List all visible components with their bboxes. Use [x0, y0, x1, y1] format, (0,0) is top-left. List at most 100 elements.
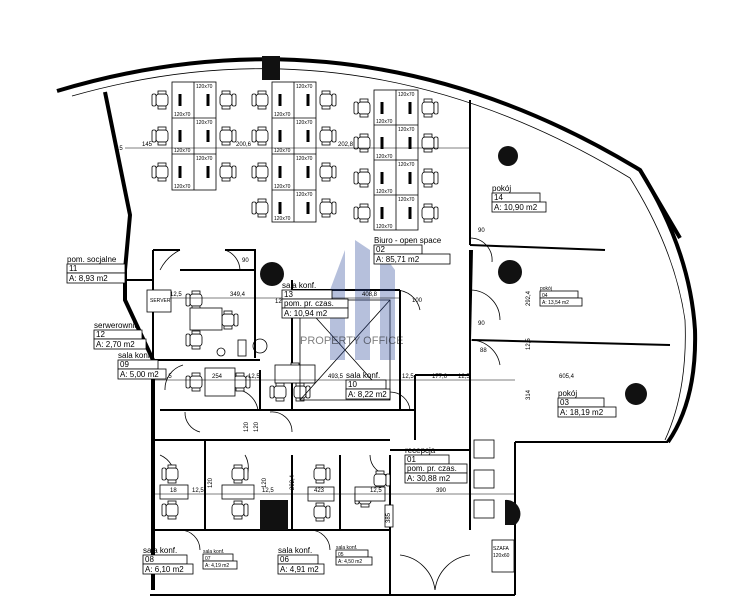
svg-text:A: 10,90 m2: A: 10,90 m2: [494, 203, 538, 212]
monitor-icon: [380, 207, 384, 219]
office-chair: [313, 464, 331, 484]
monitor-icon: [278, 130, 282, 142]
dim-label: 145: [142, 142, 153, 148]
office-chair: [421, 203, 439, 223]
office-chair: [251, 198, 269, 218]
office-chair: [313, 502, 331, 522]
office-chair: [421, 133, 439, 153]
office-chair: [185, 372, 203, 392]
monitor-icon: [178, 94, 182, 106]
desk-size-label: 120x70: [296, 192, 313, 198]
desk-size-label: 120x70: [296, 156, 313, 162]
monitor-icon: [380, 102, 384, 114]
desk-size-label: 120x70: [398, 127, 415, 133]
svg-text:A: 4,91 m2: A: 4,91 m2: [280, 565, 319, 574]
desk-size-label: 120x70: [274, 148, 291, 154]
dim-label: 12,5: [192, 488, 204, 494]
svg-text:08: 08: [145, 555, 154, 564]
office-chair: [353, 203, 371, 223]
office-chair: [251, 90, 269, 110]
desk-size-label: 120x70: [174, 112, 191, 118]
dim-label: 120: [244, 421, 250, 432]
svg-text:A: 10,94 m2: A: 10,94 m2: [284, 309, 328, 318]
office-chair: [151, 126, 169, 146]
dim-label: 12,5: [370, 488, 382, 494]
desk-size-label: 120x70: [274, 184, 291, 190]
monitor-icon: [306, 94, 310, 106]
svg-text:13: 13: [284, 290, 293, 299]
watermark-text: PROPERTY OFFICE: [300, 335, 404, 347]
dim-label: 385: [386, 512, 392, 523]
office-chair: [373, 470, 391, 490]
monitor-icon: [408, 102, 412, 114]
dim-label: 15: [116, 146, 123, 152]
svg-text:Biuro - open space: Biuro - open space: [374, 236, 442, 245]
svg-text:A: 8,93 m2: A: 8,93 m2: [69, 274, 108, 283]
svg-text:04: 04: [542, 293, 548, 299]
office-chair: [353, 98, 371, 118]
dim-label: 493,5: [328, 374, 344, 380]
dim-label: 292,4: [526, 290, 532, 306]
desk-size-label: 120x70: [296, 120, 313, 126]
svg-text:pokój: pokój: [540, 286, 552, 292]
room-label-14: pokój 14 A: 10,90 m2: [491, 184, 547, 213]
dim-label: 90: [242, 258, 249, 264]
wardrobe-label: SZAFA: [493, 546, 510, 552]
columns: [260, 146, 647, 530]
outer-walls: [56, 57, 698, 596]
office-chair: [231, 464, 249, 484]
office-chair: [251, 126, 269, 146]
dim-label: 200,6: [236, 142, 252, 148]
svg-text:A: 4,19 m2: A: 4,19 m2: [205, 563, 229, 569]
svg-text:06: 06: [280, 555, 289, 564]
room-label-07: sala konf. 07 A: 4,19 m2: [202, 549, 238, 570]
office-chair: [421, 98, 439, 118]
svg-text:pokój: pokój: [558, 389, 577, 398]
desk-size-label: 120x70: [274, 112, 291, 118]
svg-text:02: 02: [376, 245, 385, 254]
dim-label: 88: [480, 348, 487, 354]
svg-text:09: 09: [120, 360, 129, 369]
office-chair: [161, 500, 179, 520]
room-label-08: sala konf. 08 A: 6,10 m2: [142, 546, 194, 575]
monitor-icon: [306, 130, 310, 142]
monitor-icon: [206, 94, 210, 106]
svg-text:A: 6,10 m2: A: 6,10 m2: [145, 565, 184, 574]
svg-text:10: 10: [348, 380, 357, 389]
desk-size-label: 120x70: [196, 156, 213, 162]
room-label-03: pokój 03 A: 18,19 m2: [557, 389, 617, 418]
monitor-icon: [408, 207, 412, 219]
monitor-icon: [380, 172, 384, 184]
office-chair: [233, 372, 251, 392]
room-label-06: sala konf. 06 A: 4,91 m2: [277, 546, 325, 575]
dim-label: 12,5: [262, 488, 274, 494]
svg-text:sala konf.: sala konf.: [278, 546, 312, 555]
svg-text:A: 30,88 m2: A: 30,88 m2: [407, 474, 451, 483]
office-chair: [269, 382, 287, 402]
svg-text:sala konf.: sala konf.: [346, 371, 380, 380]
monitor-icon: [206, 130, 210, 142]
monitor-icon: [306, 202, 310, 214]
dim-label: 202,8: [338, 142, 354, 148]
desk-size-label: 120x70: [274, 216, 291, 222]
dim-label: 254: [212, 374, 223, 380]
office-chair: [319, 90, 337, 110]
dim-label: 90: [478, 228, 485, 234]
dimension-labels: 15 145 200,6 202,8 12,5 349,4 12,5 408,8…: [116, 142, 575, 523]
office-chair: [231, 500, 249, 520]
dim-label: 90: [478, 321, 485, 327]
dim-label: 12,5: [170, 292, 182, 298]
server-label: SERVER: [150, 298, 171, 304]
column-block: [262, 56, 280, 80]
office-chair: [251, 162, 269, 182]
office-chair: [185, 290, 203, 310]
desk-size-label: 120x70: [174, 148, 191, 154]
dim-label: 390: [436, 488, 447, 494]
room-label-10: sala konf. 10 A: 8,22 m2: [345, 371, 391, 400]
room-label-11: pom. socjalne 11 A: 8,93 m2: [66, 255, 126, 284]
room-label-12: serwerownia 12 A: 2,70 m2: [93, 321, 147, 350]
svg-text:sala konf.: sala konf.: [282, 281, 316, 290]
dim-label: 100: [412, 298, 423, 304]
svg-text:05: 05: [338, 552, 344, 558]
svg-text:12: 12: [96, 330, 105, 339]
